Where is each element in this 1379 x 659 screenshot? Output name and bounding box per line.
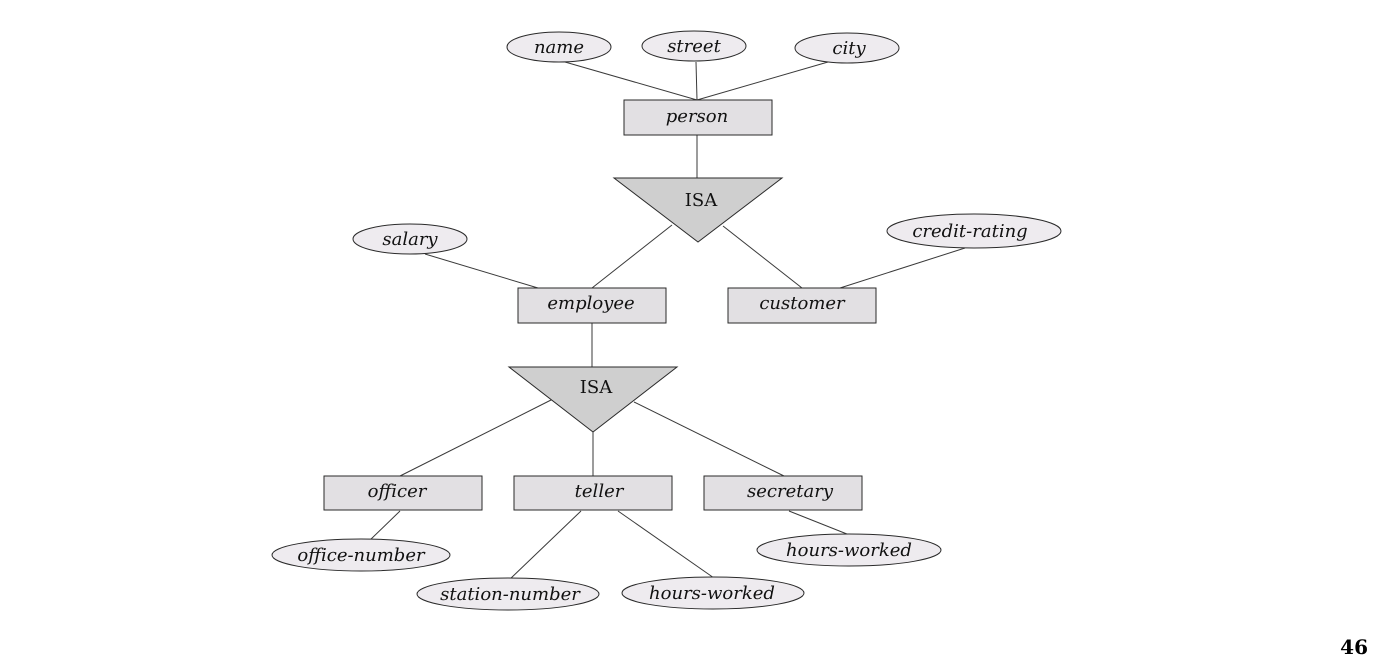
attribute-street: street <box>641 30 747 62</box>
isa-triangle <box>507 366 679 433</box>
attribute-label: salary <box>382 229 438 250</box>
edge-isa-bottom-secretary <box>633 401 785 477</box>
entity-box <box>703 475 863 511</box>
attribute-ellipse <box>352 223 468 255</box>
isa-label: ISA <box>685 190 718 211</box>
edge-isa-top-employee <box>591 224 673 289</box>
edge-secretary-hours-worked <box>788 510 858 539</box>
entity-secretary: secretary <box>703 475 863 511</box>
attribute-ellipse <box>416 577 600 611</box>
edge-teller-station-number <box>508 510 582 581</box>
edge-credit-rating-customer <box>839 247 966 289</box>
isa-bottom: ISA <box>507 366 679 433</box>
entity-label: secretary <box>747 481 834 502</box>
attribute-salary: salary <box>352 223 468 255</box>
page-number: 46 <box>1340 635 1368 659</box>
attribute-station-number: station-number <box>416 577 600 611</box>
entity-employee: employee <box>517 287 667 324</box>
entity-label: employee <box>547 293 634 314</box>
attribute-label: street <box>667 36 721 57</box>
edge-officer-office-number <box>368 510 401 542</box>
attribute-ellipse <box>641 30 747 62</box>
entity-label: customer <box>759 293 846 314</box>
attribute-credit-rating: credit-rating <box>886 213 1062 249</box>
edge-isa-bottom-officer <box>399 398 554 477</box>
attribute-label: credit-rating <box>912 221 1027 242</box>
entity-customer: customer <box>727 287 877 324</box>
attribute-label: office-number <box>297 545 426 566</box>
entity-label: person <box>666 106 728 127</box>
attribute-office-number: office-number <box>271 538 451 572</box>
isa-label: ISA <box>580 377 613 398</box>
attribute-city: city <box>794 32 900 64</box>
attribute-ellipse <box>271 538 451 572</box>
edge-salary-employee <box>424 253 539 289</box>
entity-box <box>323 475 483 511</box>
entity-teller: teller <box>513 475 673 511</box>
attribute-label: hours-worked <box>649 583 775 604</box>
edge-isa-top-customer <box>722 225 803 289</box>
entity-label: teller <box>575 481 625 502</box>
attribute-label: station-number <box>440 584 581 605</box>
isa-triangle <box>612 177 784 243</box>
attribute-ellipse <box>794 32 900 64</box>
attribute-label: hours-worked <box>786 540 912 561</box>
edge-city-person <box>696 61 829 101</box>
attribute-ellipse <box>886 213 1062 249</box>
edge-teller-hours-worked <box>617 510 715 579</box>
entity-label: officer <box>368 481 428 502</box>
attribute-label: city <box>832 38 866 59</box>
connector-lines <box>368 61 966 581</box>
entity-officer: officer <box>323 475 483 511</box>
attribute-secretary-hours-worked: hours-worked <box>756 533 942 567</box>
edge-name-person <box>564 61 698 101</box>
entity-box <box>727 287 877 324</box>
entity-person: person <box>623 99 773 136</box>
attribute-ellipse <box>506 31 612 63</box>
attribute-label: name <box>534 37 584 58</box>
edge-street-person <box>695 61 698 101</box>
attribute-ellipse <box>756 533 942 567</box>
entity-box <box>623 99 773 136</box>
attribute-name: name <box>506 31 612 63</box>
isa-top: ISA <box>612 177 784 243</box>
attribute-teller-hours-worked: hours-worked <box>621 576 805 610</box>
entity-box <box>513 475 673 511</box>
attribute-ellipse <box>621 576 805 610</box>
entity-box <box>517 287 667 324</box>
